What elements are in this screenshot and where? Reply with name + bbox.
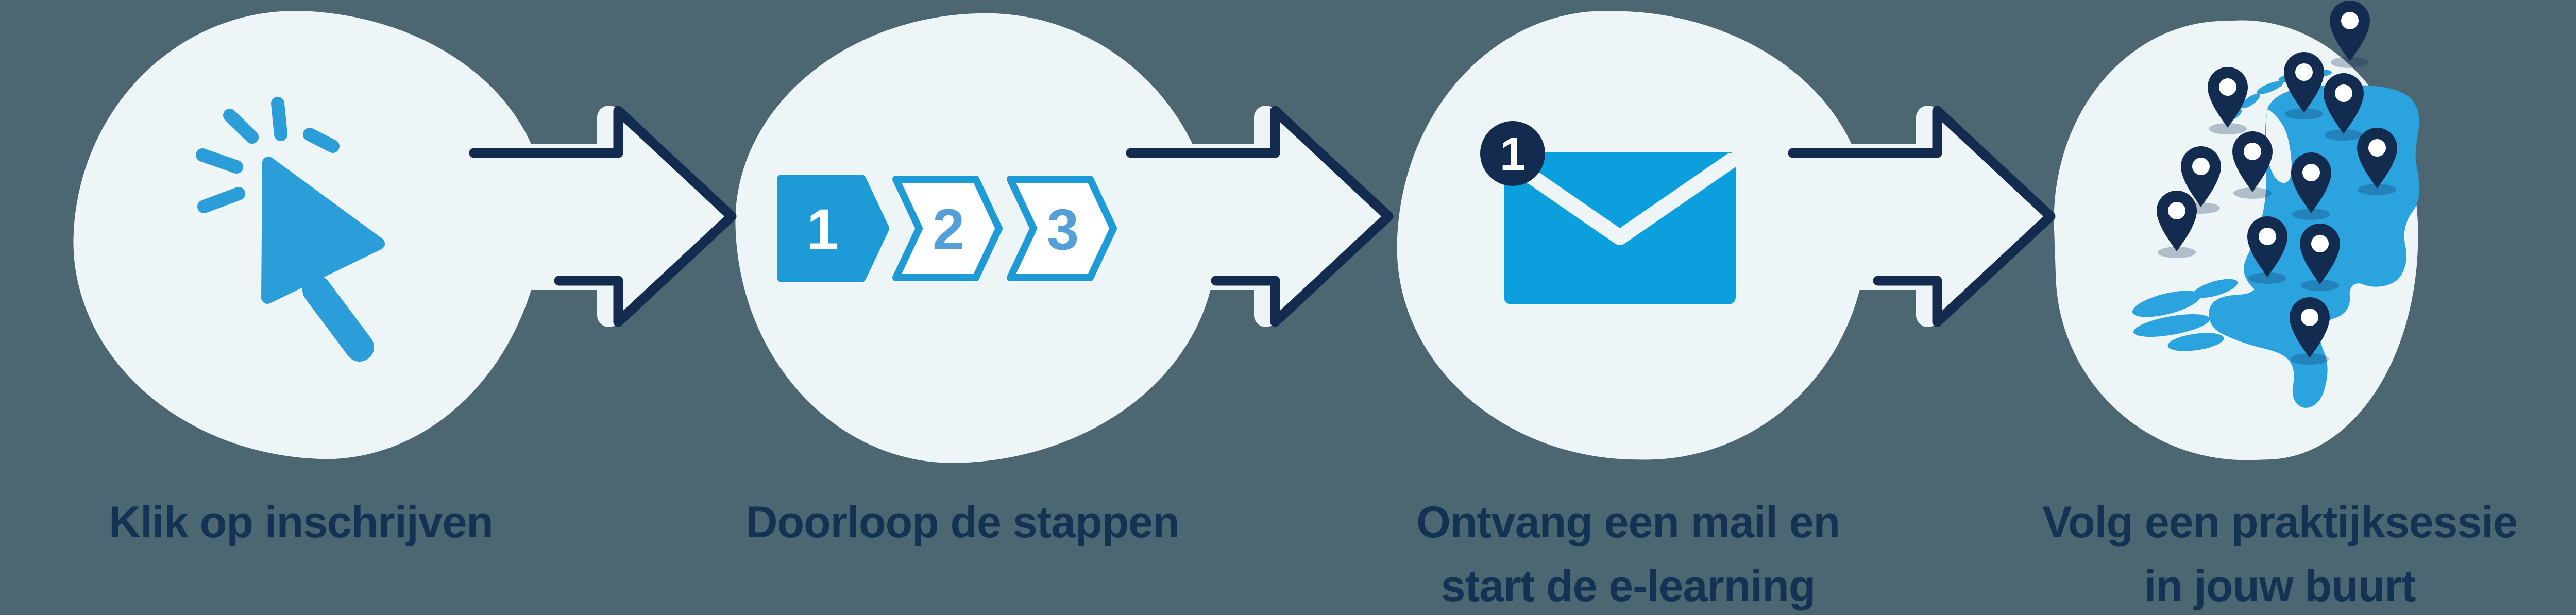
step-4-caption: Volg een praktijksessie in jouw buurt — [1919, 490, 2576, 615]
step-3-caption: Ontvang een mail en start de e-learning — [1267, 490, 1989, 615]
notification-count: 1 — [1500, 129, 1526, 180]
step-2-caption: Doorloop de stappen — [602, 490, 1323, 554]
step-badge-2 — [892, 176, 1003, 281]
mail-notification-icon: 1 — [1480, 121, 1739, 304]
notification-badge — [1480, 121, 1545, 186]
step-2-caption-line1: Doorloop de stappen — [745, 498, 1180, 547]
step-badge-3 — [1007, 176, 1117, 281]
step-4-caption-line2: in jouw buurt — [2144, 561, 2416, 611]
step-badge-1 — [777, 175, 889, 282]
map-water-ijsselmeer — [2266, 109, 2292, 183]
step-badge-3-number: 3 — [1047, 197, 1079, 262]
step-badge-1-number: 1 — [807, 197, 839, 262]
step-1-caption: Klik op inschrijven — [0, 490, 662, 554]
step-3-caption-line1: Ontvang een mail en — [1416, 498, 1840, 547]
netherlands-map-icon — [2132, 1, 2420, 408]
step-badge-2-number: 2 — [933, 197, 964, 262]
steps-123-icon: 1 2 3 — [777, 175, 1117, 282]
step-4-caption-line1: Volg een praktijksessie — [2042, 498, 2518, 547]
map-zeeland-islands — [2132, 279, 2238, 351]
step-1-caption-line1: Klik op inschrijven — [109, 498, 494, 547]
cursor-click-icon — [196, 97, 385, 362]
arrow-right-icon — [1111, 106, 1394, 327]
step-3-caption-line2: start de e-learning — [1440, 561, 1816, 611]
arrow-right-icon — [1773, 106, 2056, 327]
arrow-right-icon — [454, 106, 737, 327]
